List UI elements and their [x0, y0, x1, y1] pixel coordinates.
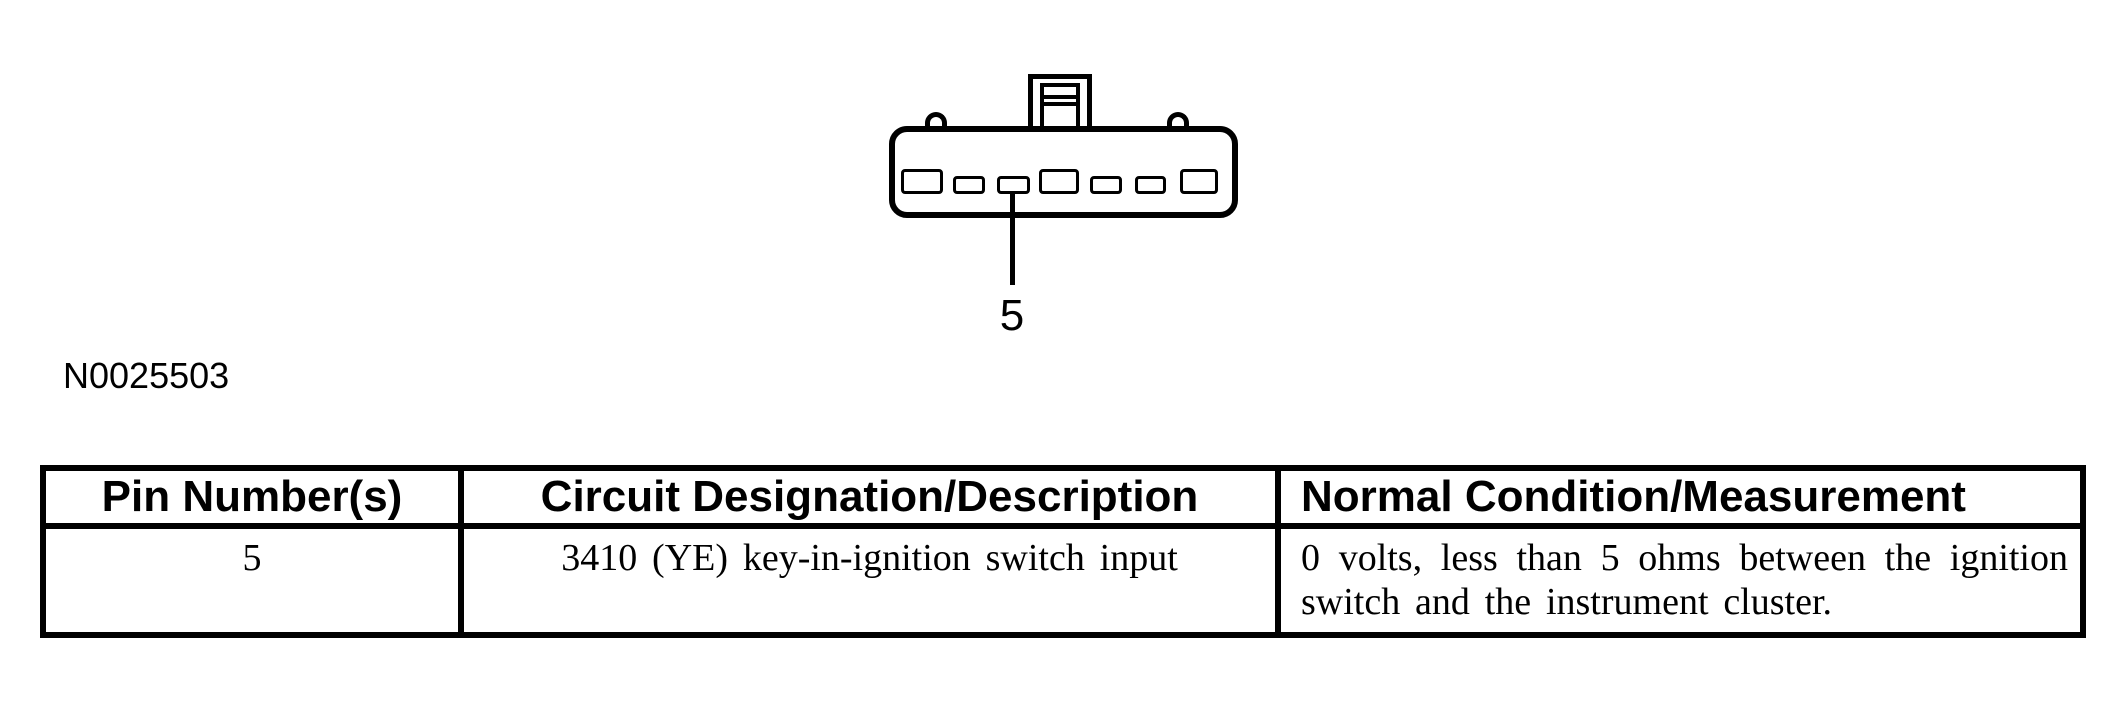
cell-pin-numbers: 5 — [40, 523, 464, 638]
pin-callout-line — [1010, 192, 1015, 285]
connector-pin-cavity — [1180, 169, 1218, 194]
pin-callout-label: 5 — [999, 291, 1025, 340]
connector-latch-inner — [1040, 83, 1080, 131]
figure-id: N0025503 — [63, 355, 230, 396]
latch-detail-line — [1043, 95, 1077, 99]
connector-pin-cavity — [1135, 176, 1166, 194]
table-header-row: Pin Number(s) Circuit Designation/Descri… — [40, 465, 2086, 529]
latch-detail-line — [1043, 102, 1077, 106]
connector-pin-cavity — [901, 169, 943, 194]
header-circuit-designation: Circuit Designation/Description — [458, 465, 1281, 529]
cell-normal-condition: 0 volts, less than 5 ohms between the ig… — [1275, 523, 2086, 638]
pin-spec-table: Pin Number(s) Circuit Designation/Descri… — [40, 465, 2086, 638]
connector-pin-cavity — [953, 176, 985, 194]
connector-bump-left — [925, 112, 947, 128]
connector-pin-cavity — [1039, 169, 1079, 194]
table-row: 5 3410 (YE) key-in-ignition switch input… — [40, 523, 2086, 638]
connector-bump-right — [1167, 112, 1189, 128]
cell-circuit-designation: 3410 (YE) key-in-ignition switch input — [458, 523, 1281, 638]
header-pin-numbers: Pin Number(s) — [40, 465, 464, 529]
connector-pin-cavity — [1090, 176, 1122, 194]
header-normal-condition: Normal Condition/Measurement — [1275, 465, 2086, 529]
